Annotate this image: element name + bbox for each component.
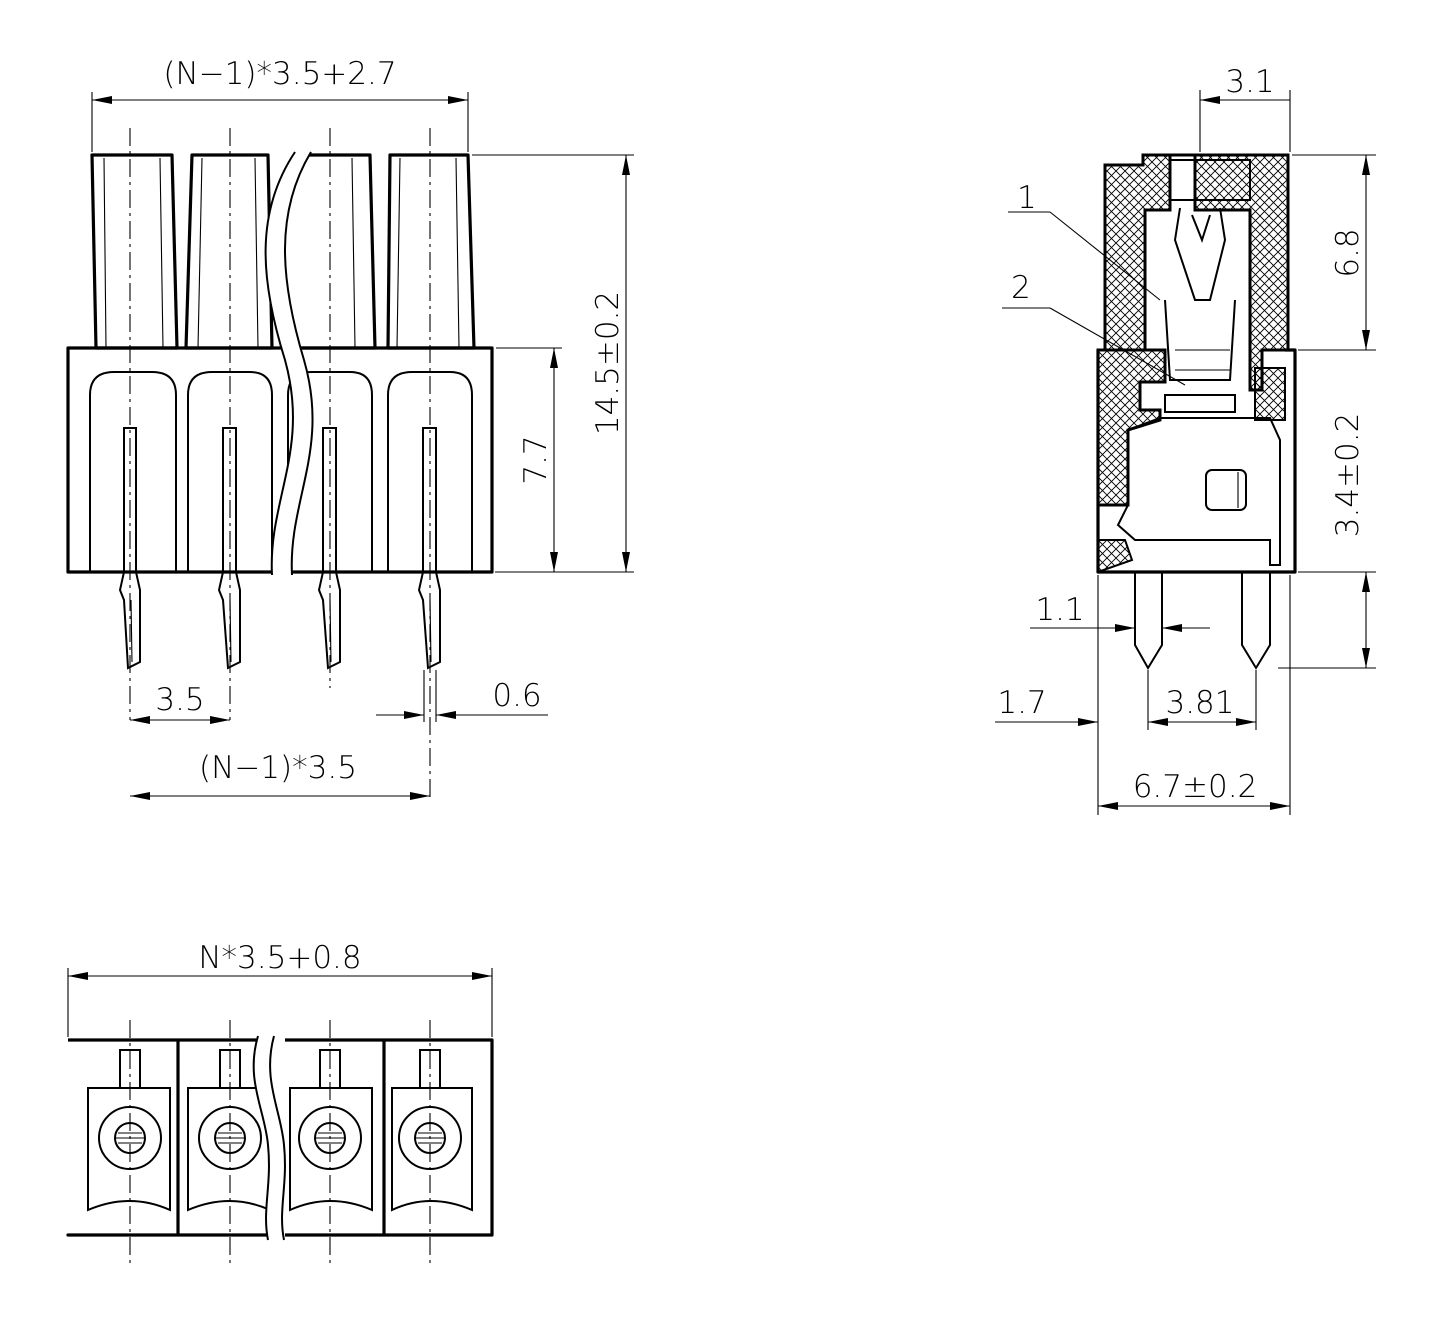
cell-4 — [391, 1049, 473, 1212]
dim-overall-width: (N−1)*3.5+2.7 — [163, 56, 396, 92]
spring-contact — [1164, 159, 1251, 413]
callouts: 1 2 — [1002, 180, 1186, 386]
bottom-break-line — [252, 1035, 286, 1241]
dim-top-offset: 3.1 — [1225, 64, 1274, 100]
centerlines — [129, 128, 431, 800]
body-block — [66, 346, 494, 574]
front-view: (N−1)*3.5+2.7 14.5±0.2 7.7 3.5 0.6 (N−1)… — [66, 56, 634, 800]
bottom-centerlines — [129, 1020, 431, 1265]
callout-2: 2 — [1011, 270, 1031, 306]
dim-height-body: 7.7 — [518, 435, 554, 484]
cell-1 — [87, 1049, 171, 1212]
dim-bottom-width: N*3.5+0.8 — [198, 940, 361, 976]
bottom-view: N*3.5+0.8 — [66, 940, 494, 1265]
bottom-dimensions: N*3.5+0.8 — [67, 940, 493, 1037]
callout-1: 1 — [1017, 180, 1037, 216]
bottom-outline — [66, 1038, 494, 1237]
side-view: 1 2 3.1 6.8 3.4±0.2 1.1 — [995, 64, 1376, 815]
pin-1 — [118, 427, 141, 670]
break-line — [264, 150, 314, 576]
housing-section — [1096, 153, 1290, 574]
side-outline — [1096, 348, 1297, 574]
dim-depth: 6.7±0.2 — [1133, 769, 1258, 805]
dim-pin-width: 0.6 — [492, 678, 541, 714]
side-pins — [1134, 572, 1271, 670]
front-dimensions: (N−1)*3.5+2.7 14.5±0.2 7.7 3.5 0.6 (N−1)… — [91, 56, 634, 800]
dim-pin-span: (N−1)*3.5 — [199, 750, 357, 786]
dim-pin-length: 3.4±0.2 — [1330, 413, 1366, 538]
dim-pin-offset: 1.7 — [997, 685, 1046, 721]
cell-3 — [289, 1049, 373, 1212]
plug-tubes — [90, 153, 476, 350]
side-dimensions: 3.1 6.8 3.4±0.2 1.1 1.7 3.81 6.7±0.2 — [995, 64, 1376, 815]
dim-pin-thickness: 1.1 — [1035, 592, 1084, 628]
dim-upper-height: 6.8 — [1330, 228, 1366, 277]
dim-pin-spacing: 3.81 — [1165, 685, 1234, 721]
dim-height-total: 14.5±0.2 — [590, 291, 626, 435]
dim-pitch: 3.5 — [155, 682, 204, 718]
